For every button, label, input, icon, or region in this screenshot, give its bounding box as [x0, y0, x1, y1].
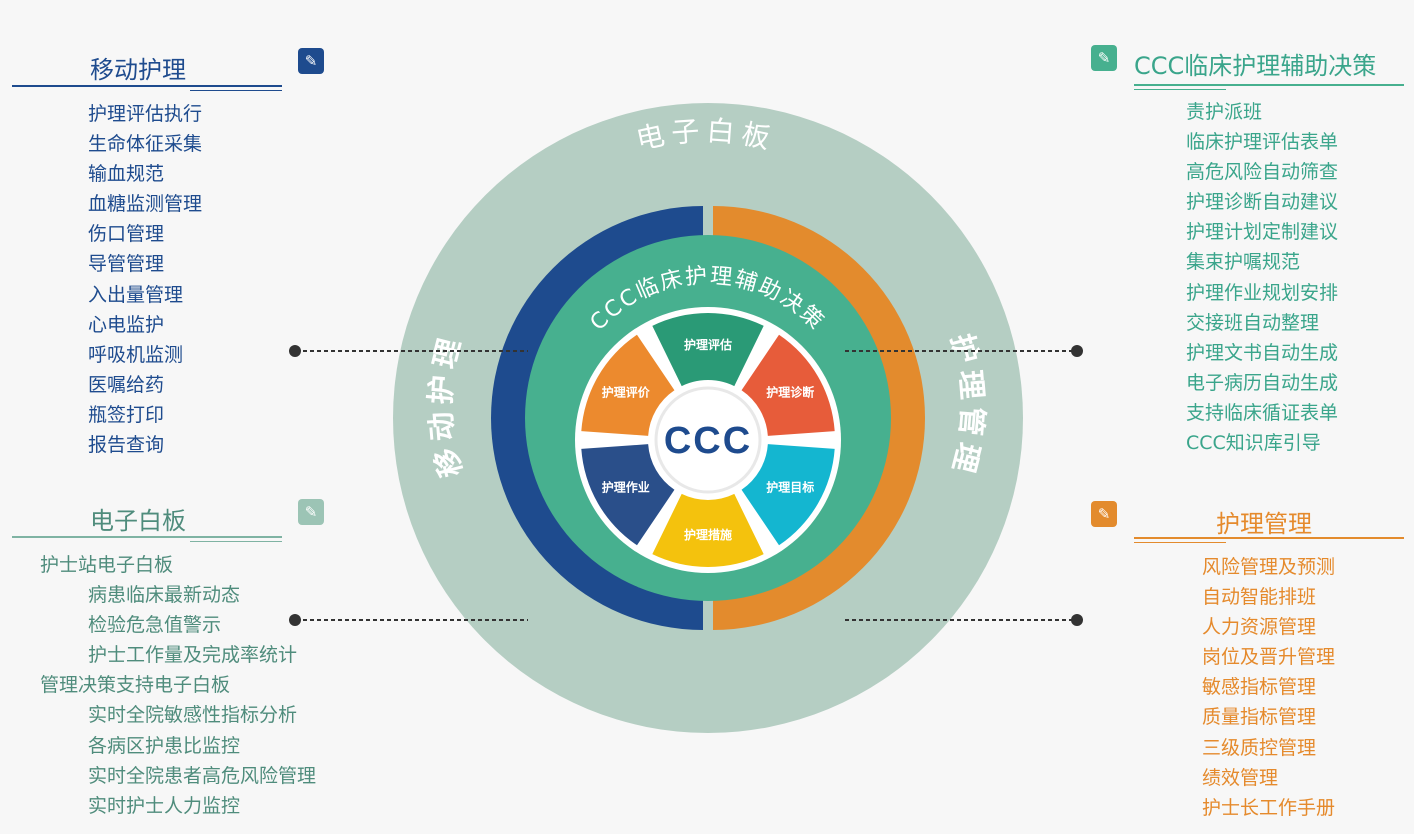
whiteboard-list-item: 护士工作量及完成率统计 — [88, 644, 298, 667]
decision-list-item: 高危风险自动筛查 — [1186, 161, 1339, 184]
whiteboard-list-item: 实时全院患者高危风险管理 — [88, 764, 317, 787]
whiteboard-list-item: 实时护士人力监控 — [88, 794, 241, 817]
decision-list-item: 支持临床循证表单 — [1186, 401, 1339, 424]
management-list-item: 人力资源管理 — [1202, 616, 1317, 639]
decision-title: CCC临床护理辅助决策 — [1134, 52, 1377, 80]
petal-goal — [741, 444, 835, 546]
management-list-item: 岗位及晋升管理 — [1202, 646, 1336, 669]
decision-list: 责护派班临床护理评估表单高危风险自动筛查护理诊断自动建议护理计划定制建议集束护嘱… — [1186, 97, 1338, 458]
decision-list-item: 护理计划定制建议 — [1186, 221, 1339, 244]
mobile-list-item: 导管管理 — [88, 253, 165, 276]
mobile-list-item: 医嘱给药 — [88, 373, 165, 396]
mobile-list-item: 入出量管理 — [88, 283, 184, 306]
decision-list-item: 集束护嘱规范 — [1186, 251, 1301, 274]
mobile-underline — [12, 85, 282, 87]
decision-list-item: 护理作业规划安排 — [1186, 281, 1339, 304]
management-list-item: 绩效管理 — [1202, 766, 1279, 789]
core-circle — [656, 388, 760, 492]
mobile-title: 移动护理 — [90, 56, 186, 84]
mobile-list-item: 心电监护 — [88, 313, 165, 336]
mobile-list-item: 呼吸机监测 — [88, 343, 184, 366]
management-list-item: 护士长工作手册 — [1202, 796, 1336, 819]
petal-work — [581, 444, 675, 546]
management-underline — [1134, 537, 1404, 539]
petal-diagnosis-label: 护理诊断 — [766, 385, 814, 400]
decision-underline — [1134, 84, 1404, 86]
decision-list-item: 责护派班 — [1186, 101, 1263, 123]
management-list-item: 自动智能排班 — [1202, 586, 1317, 609]
management-list-item: 敏感指标管理 — [1202, 676, 1317, 699]
connector-lines — [296, 350, 1076, 621]
mobile-list-item: 瓶签打印 — [88, 403, 165, 426]
petal-work-label: 护理作业 — [602, 480, 650, 495]
mobile-list-item: 伤口管理 — [88, 223, 165, 246]
edit-icon[interactable]: ✎ — [298, 48, 324, 74]
management-list-item: 三级质控管理 — [1202, 736, 1317, 759]
whiteboard-list: 护士站电子白板病患临床最新动态检验危急值警示护士工作量及完成率统计管理决策支持电… — [40, 550, 316, 821]
whiteboard-list-item: 实时全院敏感性指标分析 — [88, 704, 298, 727]
edit-icon[interactable]: ✎ — [1091, 501, 1117, 527]
mobile-list-item: 血糖监测管理 — [88, 193, 203, 216]
whiteboard-list-item: 检验危急值警示 — [88, 614, 222, 637]
edit-icon[interactable]: ✎ — [298, 499, 324, 525]
decision-list-item: 电子病历自动生成 — [1186, 371, 1339, 394]
mobile-list-item: 输血规范 — [88, 163, 165, 186]
petal-measure-label: 护理措施 — [684, 527, 732, 542]
decision-underline-2 — [1134, 89, 1226, 90]
mobile-list-item: 护理评估执行 — [88, 103, 203, 125]
core-ring — [654, 386, 762, 494]
core-label: CCC — [664, 420, 752, 462]
petal-eval — [581, 334, 675, 436]
management-list-item: 质量指标管理 — [1202, 706, 1317, 729]
decision-list-item: 交接班自动整理 — [1186, 311, 1320, 334]
whiteboard-list-item: 病患临床最新动态 — [88, 584, 241, 607]
decision-list-item: 护理文书自动生成 — [1186, 341, 1339, 364]
management-underline-2 — [1134, 542, 1226, 543]
mobile-list: 护理评估执行生命体征采集输血规范血糖监测管理伤口管理导管管理入出量管理心电监护呼… — [88, 99, 202, 460]
petal-assess — [652, 313, 764, 387]
petal-eval-label: 护理评价 — [602, 385, 651, 400]
petal-goal-label: 护理目标 — [766, 480, 814, 495]
petal-measure — [652, 493, 764, 567]
mobile-list-item: 生命体征采集 — [88, 133, 203, 156]
whiteboard-underline — [12, 536, 282, 538]
petal-assess-label: 护理评估 — [684, 337, 732, 352]
decision-list-item: 护理诊断自动建议 — [1186, 191, 1339, 214]
mobile-list-item: 报告查询 — [88, 434, 165, 457]
management-title: 护理管理 — [1216, 510, 1312, 538]
edit-icon[interactable]: ✎ — [1091, 45, 1117, 71]
whiteboard-underline-2 — [190, 541, 282, 542]
whiteboard-list-item: 管理决策支持电子白板 — [40, 674, 231, 697]
petal-diagnosis — [741, 334, 835, 436]
whiteboard-title: 电子白板 — [90, 507, 186, 535]
decision-list-item: 临床护理评估表单 — [1186, 131, 1339, 154]
management-list-item: 风险管理及预测 — [1202, 556, 1336, 578]
management-list: 风险管理及预测自动智能排班人力资源管理岗位及晋升管理敏感指标管理质量指标管理三级… — [1202, 552, 1335, 823]
whiteboard-list-item: 各病区护患比监控 — [88, 734, 241, 757]
mobile-underline-2 — [190, 90, 282, 91]
whiteboard-list-item: 护士站电子白板 — [40, 554, 174, 576]
connector-dots — [289, 345, 1083, 626]
decision-list-item: CCC知识库引导 — [1186, 432, 1321, 455]
